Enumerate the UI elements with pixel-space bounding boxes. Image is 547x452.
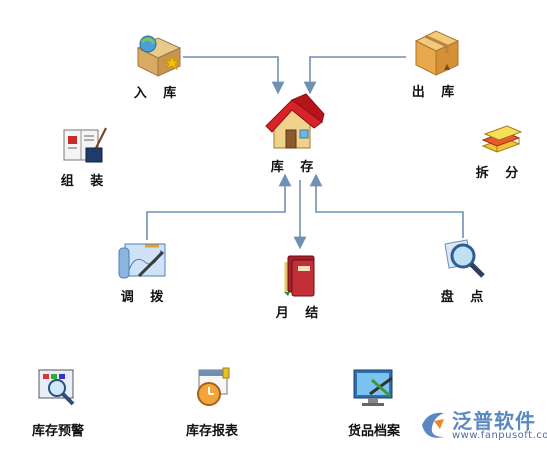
node-transfer-label: 调 拨 <box>120 290 170 305</box>
transfer-blueprint-icon <box>118 243 166 279</box>
node-transfer[interactable]: 调 拨 <box>110 240 180 305</box>
shortcut-inventory-warning-label: 库存预警 <box>31 424 84 439</box>
node-outbound-label: 出 库 <box>411 85 461 100</box>
node-inventory[interactable]: 库 存 <box>255 92 335 175</box>
node-monthly-close-label: 月 结 <box>275 306 325 321</box>
shortcut-inventory-warning[interactable]: 库存预警 <box>18 366 98 439</box>
fanpu-logo-mark-icon <box>422 412 444 438</box>
node-outbound[interactable]: ▲ 出 库 <box>396 25 476 100</box>
logo-brand-text: 泛普软件 <box>452 409 536 433</box>
split-books-icon <box>481 125 523 153</box>
report-calendar-clock-icon <box>197 367 230 406</box>
node-monthly-close[interactable]: 月 结 <box>265 252 335 321</box>
svg-text:▲: ▲ <box>444 62 451 71</box>
arrow-transfer-to-inventory <box>146 173 292 240</box>
arrow-stocktake-to-inventory <box>309 173 464 238</box>
house-icon <box>265 93 325 149</box>
shortcut-goods-archive-label: 货品档案 <box>347 424 400 439</box>
monthly-close-ledger-icon <box>284 255 315 297</box>
outbound-box-icon: ▲ <box>414 30 460 76</box>
node-assembly[interactable]: 组 装 <box>50 126 120 189</box>
node-stocktake[interactable]: 盘 点 <box>430 238 500 305</box>
shortcut-inventory-report[interactable]: 库存报表 <box>172 366 252 439</box>
node-stocktake-label: 盘 点 <box>440 290 490 305</box>
node-inbound[interactable]: 入 库 <box>118 30 198 101</box>
archive-monitor-tools-icon <box>353 369 393 406</box>
node-split-label: 拆 分 <box>475 166 525 181</box>
node-assembly-label: 组 装 <box>60 174 110 189</box>
arrow-inbound-to-inventory <box>183 56 285 95</box>
shortcut-goods-archive[interactable]: 货品档案 <box>332 366 416 439</box>
warning-monitor-icon <box>38 369 75 406</box>
arrow-outbound-to-inventory <box>303 56 406 95</box>
assembly-book-icon <box>63 127 107 163</box>
shortcut-inventory-report-label: 库存报表 <box>185 424 238 439</box>
node-inbound-label: 入 库 <box>133 86 183 101</box>
node-split[interactable]: 拆 分 <box>465 118 535 181</box>
magnifier-icon <box>444 239 485 278</box>
node-inventory-label: 库 存 <box>270 160 320 175</box>
logo-url-text: www.fanpusoft.com <box>452 430 547 441</box>
fanpu-logo: 泛普软件 www.fanpusoft.com <box>418 405 547 447</box>
inbound-box-icon <box>136 35 182 77</box>
